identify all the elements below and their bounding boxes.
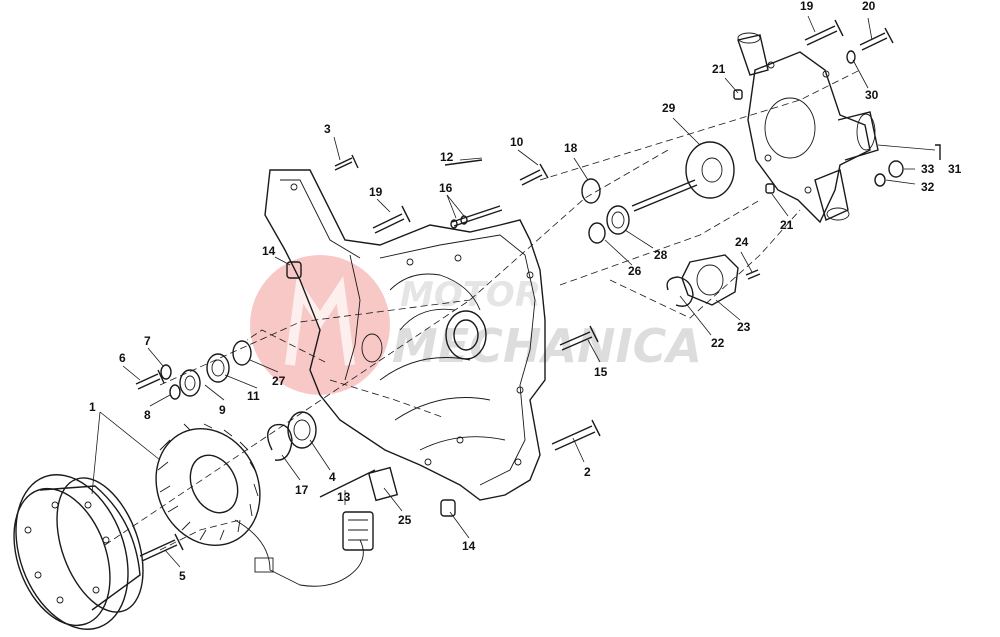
pump-small-hardware bbox=[733, 50, 941, 194]
label-9: 9 bbox=[219, 403, 226, 417]
wiring-connector bbox=[342, 466, 399, 551]
label-21-top: 21 bbox=[712, 62, 726, 76]
label-28: 28 bbox=[654, 248, 668, 262]
label-26: 26 bbox=[628, 264, 642, 278]
label-30: 30 bbox=[865, 88, 879, 102]
bolt-5 bbox=[139, 533, 184, 562]
axis-top-bolts bbox=[539, 69, 861, 181]
label-4: 4 bbox=[329, 470, 336, 484]
label-12: 12 bbox=[440, 150, 454, 164]
label-31: 31 bbox=[948, 162, 962, 176]
bolt-2 bbox=[551, 419, 601, 451]
axis-cover-rear bbox=[246, 329, 326, 363]
axis-lower bbox=[329, 379, 446, 419]
bolt-19-right bbox=[804, 19, 844, 46]
label-16: 16 bbox=[439, 181, 453, 195]
bolt-3 bbox=[334, 154, 359, 171]
water-pump-housing bbox=[737, 32, 879, 224]
water-pump-impeller bbox=[631, 141, 735, 212]
label-18: 18 bbox=[564, 141, 578, 155]
label-21-bottom: 21 bbox=[780, 218, 794, 232]
label-5: 5 bbox=[179, 569, 186, 583]
label-15: 15 bbox=[594, 365, 608, 379]
callout-labels: 1 2 3 4 5 6 7 8 9 10 11 12 13 14 14 15 1… bbox=[89, 0, 962, 583]
pump-cover-gasket bbox=[681, 254, 739, 306]
label-27: 27 bbox=[272, 374, 286, 388]
flywheel-rotor bbox=[13, 474, 144, 630]
label-32: 32 bbox=[921, 180, 935, 194]
seal-18 bbox=[581, 178, 601, 204]
circlip-17 bbox=[267, 423, 293, 461]
bolt-20 bbox=[859, 27, 894, 51]
dowel-pins bbox=[286, 261, 456, 517]
label-8: 8 bbox=[144, 408, 151, 422]
label-20: 20 bbox=[862, 0, 876, 13]
bearing-11 bbox=[206, 353, 230, 383]
bearing-9 bbox=[179, 369, 201, 397]
cover-pins bbox=[319, 159, 503, 498]
leader-lines bbox=[91, 15, 936, 568]
axis-rotor-bolt bbox=[159, 519, 241, 551]
crankcase-cover bbox=[264, 169, 546, 501]
axis-waterpump bbox=[559, 199, 761, 286]
label-24: 24 bbox=[735, 235, 749, 249]
watermark: MOTOR MECHANICA bbox=[250, 255, 702, 395]
washer-26 bbox=[588, 222, 606, 244]
label-1: 1 bbox=[89, 400, 96, 414]
label-3: 3 bbox=[324, 122, 331, 136]
label-10: 10 bbox=[510, 135, 524, 149]
label-13: 13 bbox=[337, 490, 351, 504]
bearing-28 bbox=[606, 205, 630, 235]
bolts bbox=[135, 19, 894, 562]
label-29: 29 bbox=[662, 101, 676, 115]
bolt-10 bbox=[519, 163, 549, 186]
bearing-4 bbox=[287, 411, 317, 449]
axis-bearings bbox=[159, 299, 471, 386]
bolt-24 bbox=[745, 269, 761, 280]
label-23: 23 bbox=[737, 320, 751, 334]
o-ring-22 bbox=[666, 276, 694, 307]
label-6: 6 bbox=[119, 351, 126, 365]
assembly-axis-lines bbox=[104, 69, 861, 551]
washer-7 bbox=[160, 364, 172, 380]
stator bbox=[155, 423, 364, 587]
label-19-left: 19 bbox=[369, 185, 383, 199]
label-22: 22 bbox=[711, 336, 725, 350]
label-7: 7 bbox=[144, 334, 151, 348]
seal-27 bbox=[232, 340, 252, 366]
axis-rotor bbox=[104, 149, 669, 546]
label-17: 17 bbox=[295, 483, 309, 497]
bolt-6 bbox=[135, 369, 165, 390]
bolt-19-left bbox=[372, 205, 411, 234]
axis-pump-cover bbox=[609, 209, 801, 319]
label-14-bottom: 14 bbox=[462, 539, 476, 553]
circlip-8 bbox=[169, 384, 181, 400]
bolt-15 bbox=[559, 325, 599, 351]
label-19-right: 19 bbox=[800, 0, 814, 13]
label-11: 11 bbox=[247, 389, 260, 403]
label-25: 25 bbox=[398, 513, 412, 527]
washers-and-bearings bbox=[160, 178, 694, 461]
watermark-logo-m bbox=[285, 276, 355, 366]
watermark-top-text: MOTOR bbox=[400, 275, 541, 315]
label-14-top: 14 bbox=[262, 244, 276, 258]
label-2: 2 bbox=[584, 465, 591, 479]
label-33: 33 bbox=[921, 162, 935, 176]
watermark-word: MECHANICA bbox=[392, 319, 702, 373]
